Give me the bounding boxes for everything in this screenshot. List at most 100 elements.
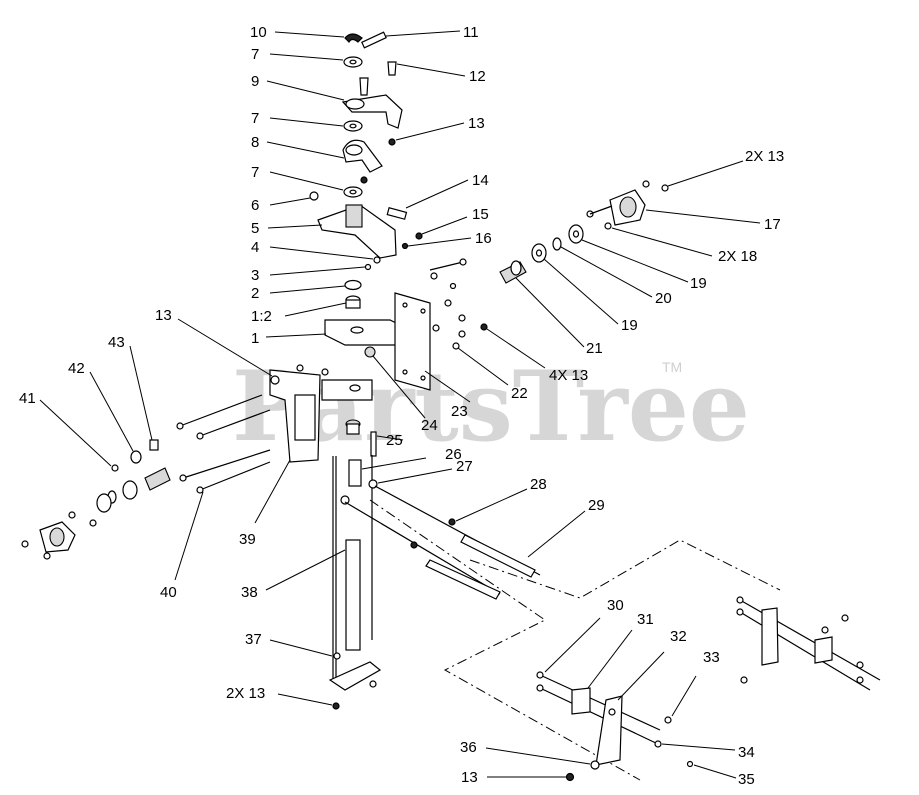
callout-22: 22 xyxy=(511,385,528,402)
callout-37: 37 xyxy=(245,631,262,648)
lever-lower xyxy=(328,661,382,691)
callout-30: 30 xyxy=(607,597,624,614)
callout-13b: 13 xyxy=(155,307,172,324)
callout-10: 10 xyxy=(250,24,267,41)
callout-25: 25 xyxy=(386,432,403,449)
nut-28 xyxy=(448,518,456,526)
callout-1-2: 1:2 xyxy=(251,308,272,325)
callout-34: 34 xyxy=(738,744,755,761)
nut-6 xyxy=(309,191,319,201)
callout-36: 36 xyxy=(460,739,477,756)
callout-17: 17 xyxy=(764,216,781,233)
callouts: 10 11 7 12 9 7 13 8 7 14 2X 13 6 15 17 5… xyxy=(19,24,784,788)
callout-4x13: 4X 13 xyxy=(549,367,588,384)
lower-right-linkage xyxy=(536,671,694,782)
bolt-30 xyxy=(536,671,544,679)
callout-8: 8 xyxy=(251,134,259,151)
callout-31: 31 xyxy=(637,611,654,628)
callout-42: 42 xyxy=(68,360,85,377)
pin-14 xyxy=(386,207,408,220)
washer-2 xyxy=(344,279,362,291)
bolt-33 xyxy=(664,716,672,724)
upper-stack xyxy=(309,31,423,309)
callout-43: 43 xyxy=(108,334,125,351)
part-4 xyxy=(373,256,381,264)
callout-16: 16 xyxy=(475,230,492,247)
block-right xyxy=(814,636,833,664)
callout-4: 4 xyxy=(251,239,259,256)
hub-5 xyxy=(345,204,363,228)
callout-20: 20 xyxy=(655,290,672,307)
rod-29 xyxy=(460,534,536,578)
callout-33: 33 xyxy=(703,649,720,666)
callout-14: 14 xyxy=(472,172,489,189)
callout-2x18: 2X 18 xyxy=(718,248,757,265)
washer-22 xyxy=(452,342,460,350)
callout-35: 35 xyxy=(738,771,755,788)
nut-4x13 xyxy=(480,323,488,331)
callout-32: 32 xyxy=(670,628,687,645)
callout-29: 29 xyxy=(588,497,605,514)
spacer-43 xyxy=(149,439,159,451)
callout-7b: 7 xyxy=(251,110,259,127)
callout-9: 9 xyxy=(251,73,259,90)
part-3 xyxy=(364,263,372,271)
bolt-41 xyxy=(111,464,119,472)
bolt-12 xyxy=(387,61,397,76)
part-36 xyxy=(590,760,600,770)
callout-2x13-top: 2X 13 xyxy=(745,148,784,165)
callout-38: 38 xyxy=(241,584,258,601)
nut-13c xyxy=(565,772,575,782)
pin-35 xyxy=(686,760,694,768)
hairpin-clip-10 xyxy=(344,33,363,43)
shaft-38 xyxy=(345,539,361,651)
frame-bolts xyxy=(429,258,488,350)
coupler-left xyxy=(144,467,171,491)
washer-42 xyxy=(130,450,142,464)
vertical-shaft xyxy=(328,431,382,710)
callout-13c: 13 xyxy=(461,769,478,786)
left-shaft-assembly xyxy=(21,394,271,560)
main-housing xyxy=(269,292,431,463)
fitting-24 xyxy=(364,346,376,358)
callout-26: 26 xyxy=(445,446,462,463)
block-31 xyxy=(571,687,591,715)
callout-28: 28 xyxy=(530,476,547,493)
part-15 xyxy=(415,232,423,240)
right-shaft-assembly xyxy=(499,180,669,284)
callout-27: 27 xyxy=(456,458,473,475)
plate-23 xyxy=(394,292,431,391)
far-right-linkage xyxy=(736,596,881,691)
callout-40: 40 xyxy=(160,584,177,601)
callout-3: 3 xyxy=(251,267,259,284)
lever-32 xyxy=(595,695,623,766)
nut-13a xyxy=(388,138,396,146)
lever-right xyxy=(761,607,779,666)
nut-2x13 xyxy=(332,702,340,710)
callout-11: 11 xyxy=(463,24,479,41)
callout-7c: 7 xyxy=(251,164,259,181)
callout-6: 6 xyxy=(251,197,259,214)
dashed-boundary xyxy=(369,499,781,781)
callout-2: 2 xyxy=(251,285,259,302)
spring-11 xyxy=(361,31,387,49)
bolt-18 xyxy=(604,222,612,230)
callout-19a: 19 xyxy=(690,275,707,292)
callout-5: 5 xyxy=(251,220,259,237)
callout-15: 15 xyxy=(472,206,489,223)
callout-19b: 19 xyxy=(621,317,638,334)
ring-20 xyxy=(552,237,562,251)
callout-24: 24 xyxy=(421,417,438,434)
tube-26 xyxy=(348,459,362,487)
callout-12: 12 xyxy=(469,68,486,85)
washer-34 xyxy=(654,740,662,748)
arm-8 xyxy=(342,139,383,173)
callout-1: 1 xyxy=(251,330,259,347)
watermark-tm: TM xyxy=(662,359,682,375)
nut-13b xyxy=(270,375,280,385)
part-16 xyxy=(401,242,409,250)
callout-13a: 13 xyxy=(468,115,485,132)
callout-7a: 7 xyxy=(251,46,259,63)
bracket-5 xyxy=(317,204,397,259)
